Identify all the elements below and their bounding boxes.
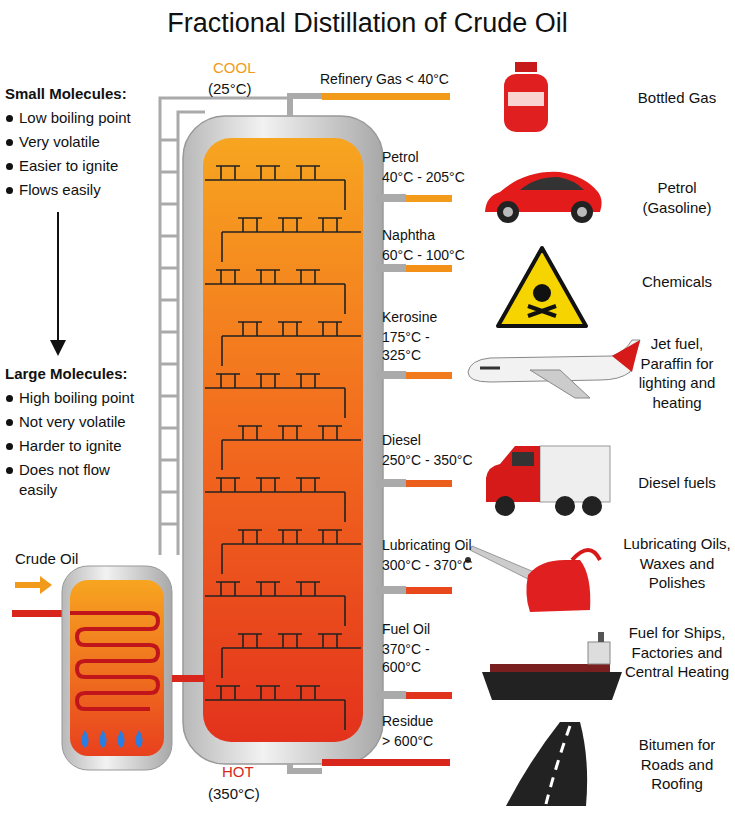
use-label: Bottled Gas	[623, 88, 731, 108]
pipes	[290, 93, 452, 771]
fraction-label: Residue	[382, 712, 433, 730]
road	[506, 722, 587, 806]
oil-can	[465, 546, 600, 612]
property-bullet: Flows easily	[5, 180, 169, 200]
property-bullet: High boiling point	[5, 388, 169, 408]
fraction-label: Lubricating Oil	[382, 536, 472, 554]
use-label: Lubricating Oils, Waxes and Polishes	[623, 534, 731, 593]
fraction-label: 250°C - 350°C	[382, 451, 473, 469]
property-bullet: Not very volatile	[5, 412, 169, 432]
temperature-label: HOT	[222, 762, 254, 782]
truck	[486, 446, 610, 516]
use-label: Bitumen for Roads and Roofing	[623, 735, 731, 794]
fraction-label: 370°C - 600°C	[382, 640, 440, 676]
property-bullet: Harder to ignite	[5, 436, 169, 456]
fraction-label: > 600°C	[382, 732, 433, 750]
caption-label: Crude Oil	[15, 549, 78, 569]
use-label: Petrol (Gasoline)	[623, 178, 731, 217]
fraction-label: Kerosine	[382, 308, 437, 326]
use-label: Fuel for Ships, Factories and Central He…	[623, 623, 731, 682]
gas-cylinder	[504, 62, 548, 132]
property-bullet: Does not flow easily	[5, 460, 139, 499]
group-heading: Large Molecules:	[5, 364, 128, 384]
use-label: Jet fuel, Paraffin for lighting and heat…	[623, 334, 731, 412]
group-heading: Small Molecules:	[5, 84, 127, 104]
fraction-label: 60°C - 100°C	[382, 246, 465, 264]
use-label: Chemicals	[623, 272, 731, 292]
use-label: Diesel fuels	[623, 473, 731, 493]
ship	[482, 632, 622, 700]
furnace	[12, 566, 205, 770]
airplane	[468, 340, 640, 398]
fraction-label: Naphtha	[382, 226, 435, 244]
fraction-label: 300°C - 370°C	[382, 556, 473, 574]
column	[183, 116, 383, 764]
fraction-label: Petrol	[382, 148, 419, 166]
property-bullet: Easier to ignite	[5, 156, 169, 176]
caption-label: (25°C)	[208, 79, 252, 99]
fraction-label: Refinery Gas < 40°C	[320, 70, 449, 88]
temperature-label: COOL	[213, 58, 256, 78]
caption-label: (350°C)	[208, 784, 260, 804]
fraction-label: Fuel Oil	[382, 620, 430, 638]
hazard-sign	[498, 248, 586, 326]
car	[485, 172, 602, 223]
size-arrow	[50, 212, 66, 356]
fraction-label: Diesel	[382, 431, 421, 449]
property-bullet: Low boiling point	[5, 108, 169, 128]
fraction-label: 175°C - 325°C	[382, 328, 440, 364]
property-bullet: Very volatile	[5, 132, 169, 152]
title: Fractional Distillation of Crude Oil	[0, 6, 735, 41]
fraction-label: 40°C - 205°C	[382, 168, 465, 186]
